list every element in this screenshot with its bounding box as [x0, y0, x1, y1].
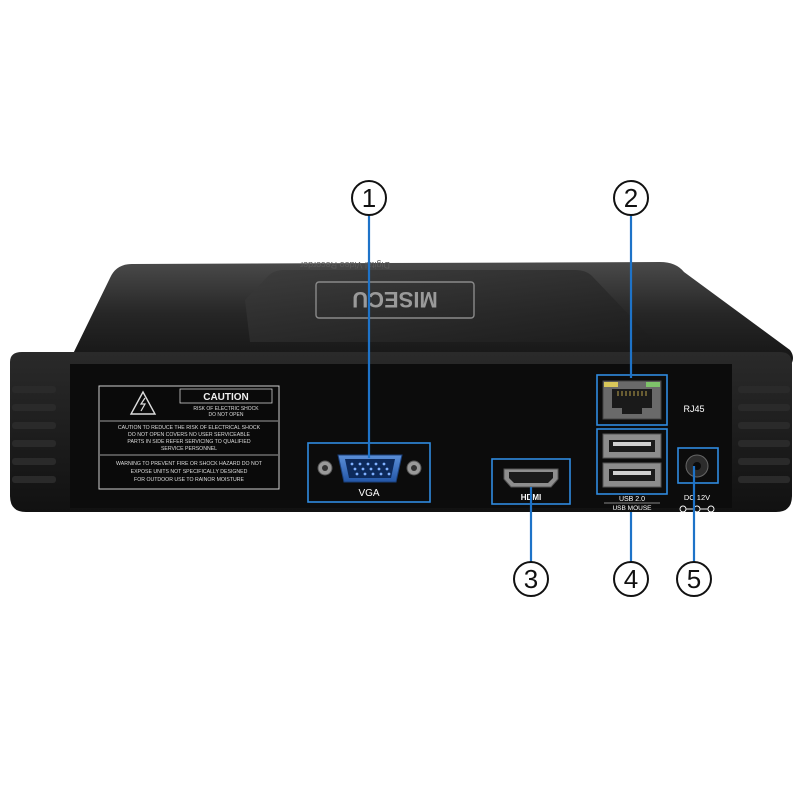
caution-shock-line2: DO NOT OPEN — [209, 412, 244, 418]
caution-body-line2: DO NOT OPEN COVERS NO USER SERVICEABLE — [128, 432, 251, 438]
rj45-label: RJ45 — [683, 404, 704, 414]
brand-logo: MISECU — [315, 281, 475, 319]
vga-port: VGA — [307, 442, 431, 503]
device-top-text: Digital Video Recorder — [300, 260, 390, 270]
callout-1: 1 — [351, 180, 387, 216]
callout-4: 4 — [613, 561, 649, 597]
dc-label: DC 12V — [684, 493, 710, 502]
svg-text:1: 1 — [362, 183, 376, 213]
right-vents — [738, 386, 790, 483]
callout-2: 2 — [613, 180, 649, 216]
caution-warn-line1: WARNING TO PREVENT FIRE OR SHOCK HAZARD … — [116, 461, 263, 467]
caution-body-line3: PARTS IN SIDE REFER SERVICING TO QUALIFI… — [127, 439, 250, 445]
callout-3: 3 — [513, 561, 549, 597]
annotation-lines — [367, 215, 696, 562]
usb-label-line1: USB 2.0 — [619, 496, 645, 503]
vga-label: VGA — [358, 488, 379, 499]
caution-title: CAUTION — [203, 392, 249, 403]
callout-5: 5 — [676, 561, 712, 597]
caution-label: CAUTION RISK OF ELECTRIC SHOCK DO NOT OP… — [98, 385, 280, 490]
caution-warn-line3: FOR OUTDOOR USE TO RAINOR MOISTURE — [134, 477, 244, 483]
caution-body-line1: CAUTION TO REDUCE THE RISK OF ELECTRICAL… — [118, 425, 261, 431]
usb-ports: USB 2.0 USB MOUSE — [596, 428, 668, 512]
svg-text:5: 5 — [687, 564, 701, 594]
svg-text:3: 3 — [524, 564, 538, 594]
usb-label-line2: USB MOUSE — [612, 505, 652, 512]
caution-shock-line1: RISK OF ELECTRIC SHOCK — [193, 406, 259, 412]
warning-triangle-icon — [129, 390, 157, 415]
rj45-port: RJ45 — [596, 374, 705, 426]
caution-body-line4: SERVICE PERSONNEL — [161, 446, 217, 452]
left-vents — [12, 386, 56, 483]
svg-text:4: 4 — [624, 564, 638, 594]
svg-text:2: 2 — [624, 183, 638, 213]
caution-warn-line2: EXPOSE UNITS NOT SPECIFICALLY DESIGNED — [131, 469, 248, 475]
svg-text:MISECU: MISECU — [352, 287, 438, 312]
